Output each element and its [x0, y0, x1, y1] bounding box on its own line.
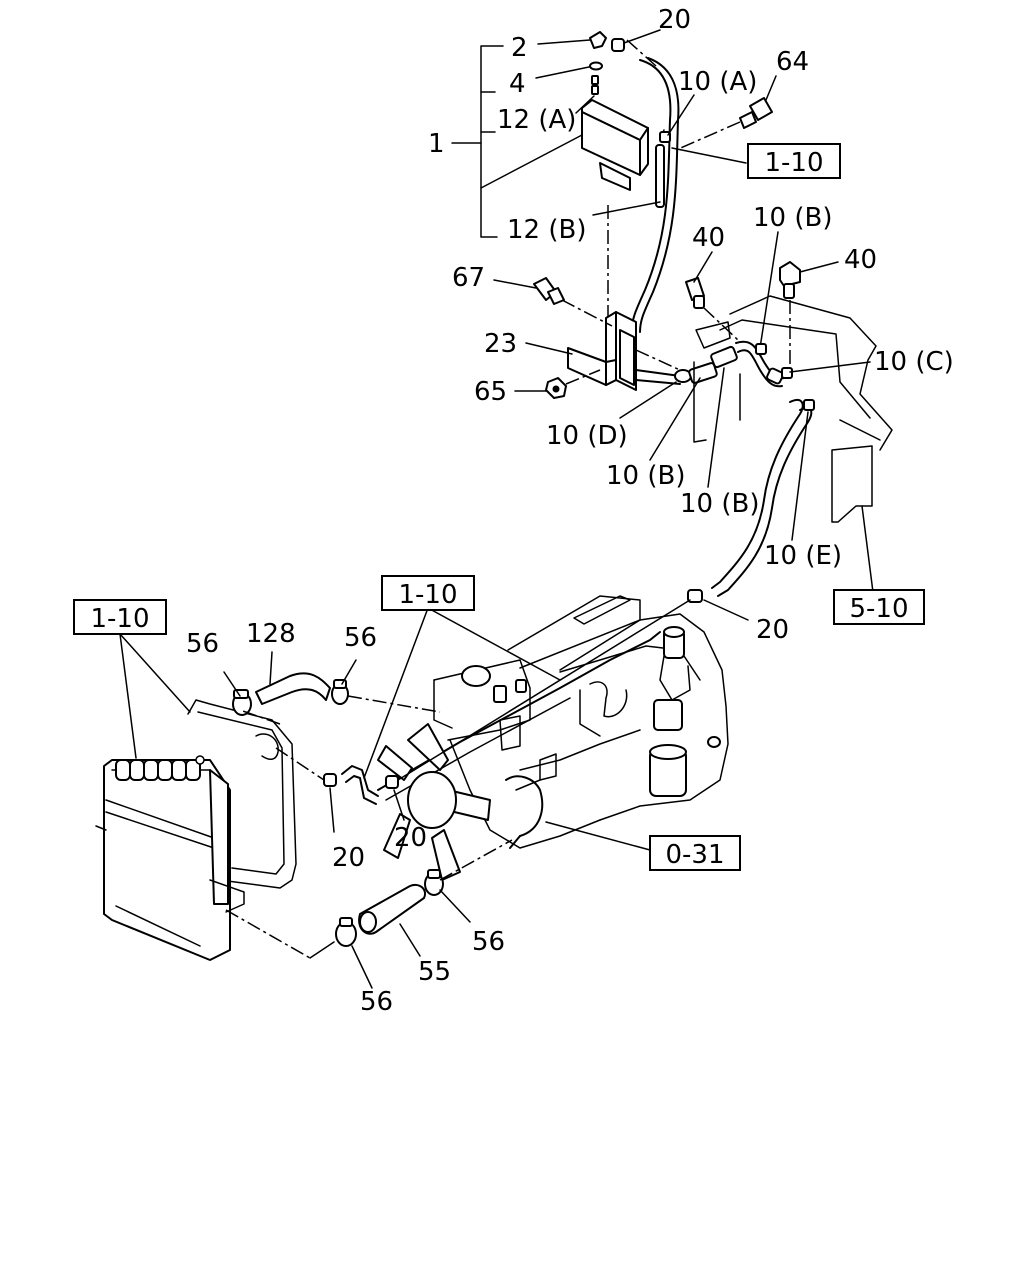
svg-text:0-31: 0-31 [665, 840, 724, 870]
label-128: 128 [246, 619, 296, 649]
label-20-r: 20 [394, 823, 427, 853]
engine-block [377, 595, 729, 881]
bolt-40-left-icon[interactable] [685, 251, 739, 341]
label-10b-2: 10 (B) [680, 489, 759, 519]
label-64: 64 [776, 47, 809, 77]
label-10a: 10 (A) [678, 67, 757, 97]
svg-text:1-10: 1-10 [398, 580, 457, 610]
fitting-67-icon[interactable] [493, 277, 613, 327]
label-10b-1: 10 (B) [606, 461, 685, 491]
clamp-20-top-icon[interactable] [611, 29, 661, 52]
clamp-56-b-icon[interactable] [331, 679, 349, 705]
nut-65-icon[interactable] [514, 369, 601, 399]
label-12a: 12 (A) [497, 105, 576, 135]
label-10b-top: 10 (B) [753, 203, 832, 233]
label-12b: 12 (B) [507, 215, 586, 245]
label-10d: 10 (D) [546, 421, 628, 451]
label-56-d: 56 [360, 987, 393, 1017]
fitting-2-icon[interactable] [537, 31, 607, 49]
label-20-mid: 20 [756, 615, 789, 645]
pipe-12b[interactable] [592, 129, 671, 216]
clamp-10c-icon[interactable] [766, 361, 871, 385]
label-40-right: 40 [844, 245, 877, 275]
washer-4-icon[interactable] [535, 61, 603, 79]
label-20-top: 20 [658, 5, 691, 35]
clip-10b-icon [755, 343, 767, 355]
fitting-64-icon[interactable] [675, 75, 777, 151]
label-55: 55 [418, 957, 451, 987]
hose-10e[interactable] [711, 398, 804, 589]
label-10c: 10 (C) [874, 347, 954, 377]
radiator [95, 699, 335, 961]
svg-text:1-10: 1-10 [90, 604, 149, 634]
ref-box-left[interactable]: 1-10 [73, 599, 167, 635]
hose-55[interactable] [358, 884, 426, 935]
label-40-left: 40 [692, 223, 725, 253]
svg-text:1-10: 1-10 [764, 148, 823, 178]
label-20-l: 20 [332, 843, 365, 873]
label-2: 2 [511, 33, 528, 63]
label-56-a: 56 [186, 629, 219, 659]
label-4: 4 [509, 69, 526, 99]
clamp-20-right-icon[interactable] [385, 775, 405, 821]
ref-box-5-10[interactable]: 5-10 [833, 589, 925, 625]
ref-box-mid[interactable]: 1-10 [381, 575, 475, 611]
clamp-20-left-icon[interactable] [323, 773, 337, 833]
clamp-56-c-icon[interactable] [335, 917, 357, 947]
label-10e: 10 (E) [764, 541, 842, 571]
label-56-b: 56 [344, 623, 377, 653]
frame-member [693, 295, 893, 601]
label-1: 1 [428, 129, 445, 159]
label-23: 23 [484, 329, 517, 359]
label-67: 67 [452, 263, 485, 293]
clamp-56-a-icon[interactable] [232, 689, 252, 716]
clamp-20-mid-icon[interactable] [687, 589, 749, 621]
hose-128[interactable] [255, 672, 331, 705]
ref-box-top[interactable]: 1-10 [747, 143, 841, 179]
connector-10d[interactable] [674, 345, 738, 384]
group-bracket-1 [451, 45, 583, 238]
bracket-23[interactable] [525, 311, 637, 391]
bolt-40-right-icon[interactable] [779, 261, 839, 368]
svg-text:5-10: 5-10 [849, 594, 908, 624]
hose-10a[interactable] [631, 59, 672, 331]
control-unit-box [581, 99, 649, 191]
label-65: 65 [474, 377, 507, 407]
label-56-c: 56 [472, 927, 505, 957]
clamp-56-d-icon[interactable] [424, 869, 444, 896]
ref-box-0-31[interactable]: 0-31 [649, 835, 741, 871]
